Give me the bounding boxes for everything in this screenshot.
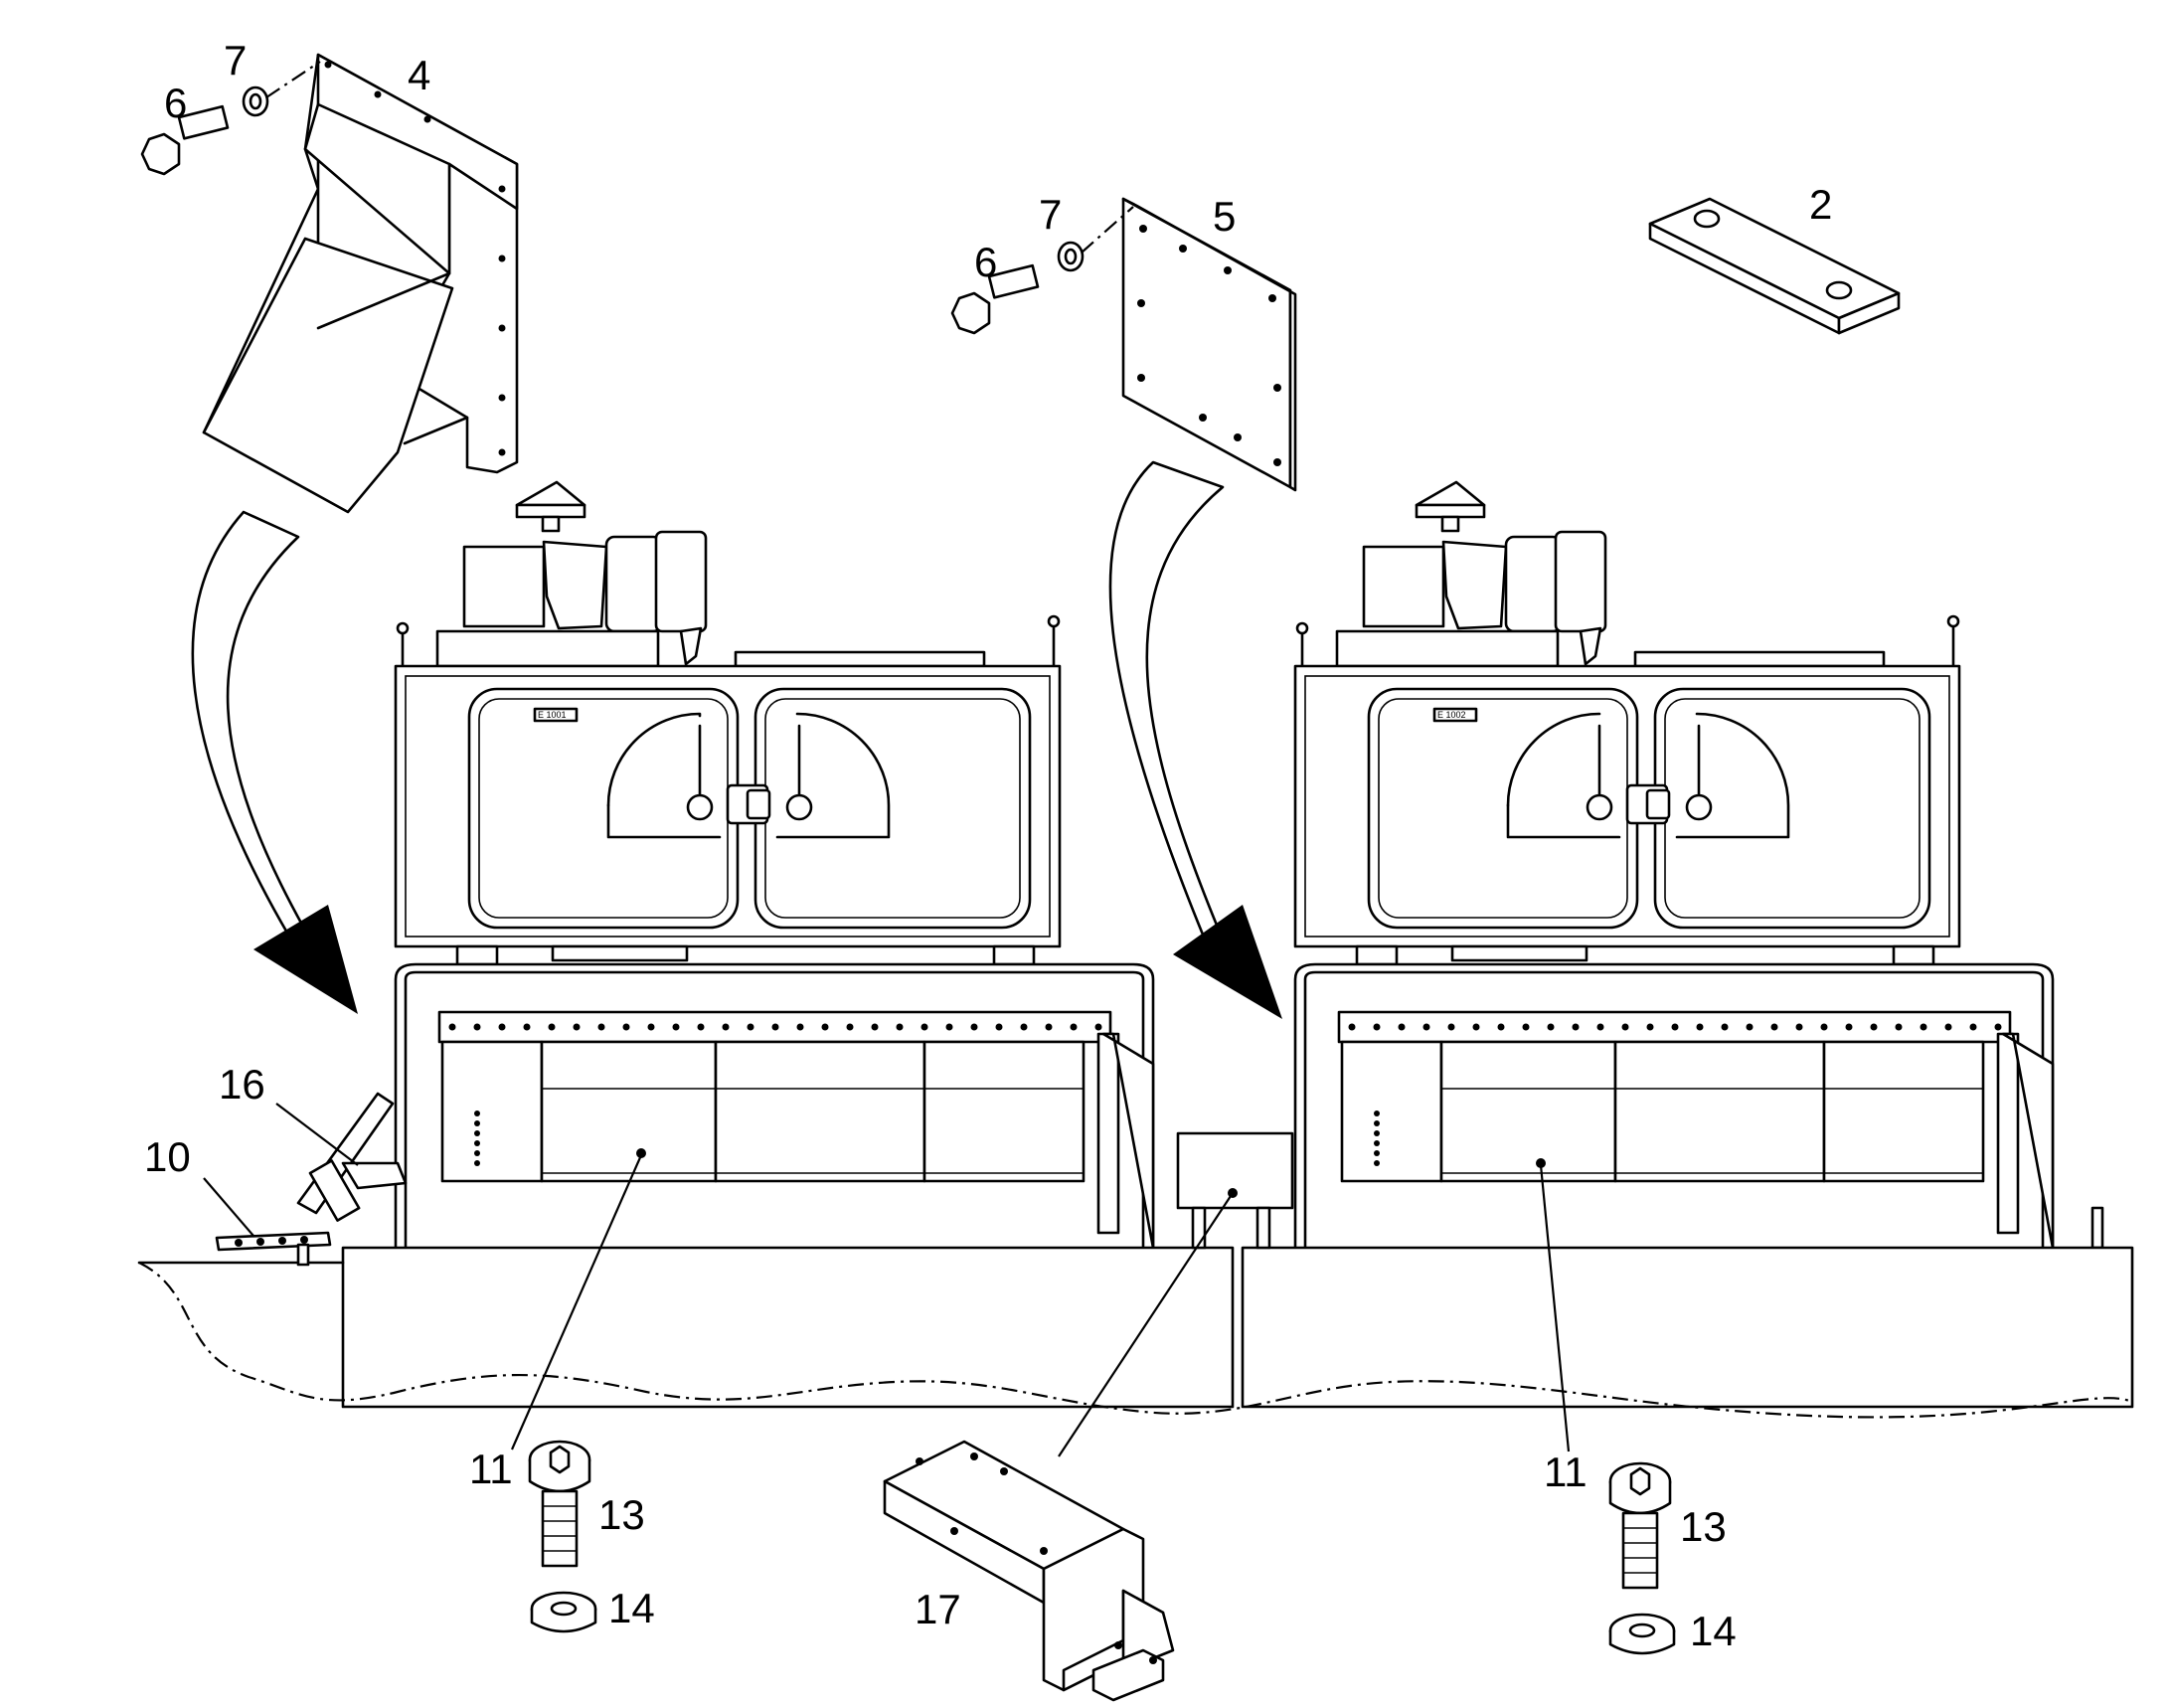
callout-4: 4 xyxy=(408,52,430,98)
callout-2: 2 xyxy=(1809,181,1832,228)
part-10-bracket: 10 xyxy=(144,1133,332,1267)
callout-10: 10 xyxy=(144,1133,191,1180)
part-17-bracket: 17 xyxy=(883,1440,1175,1702)
callout-11: 11 xyxy=(469,1446,513,1492)
leader-11-left xyxy=(510,1154,643,1451)
unit-right: E 1002 xyxy=(1241,480,2134,1409)
part-13-14-left: 11 13 14 xyxy=(469,1440,655,1633)
part-5-plate: 6 7 5 xyxy=(950,191,1297,492)
arrow-right xyxy=(1108,460,1282,1019)
unit-tag-right: E 1002 xyxy=(1437,710,1466,720)
callout-14: 14 xyxy=(608,1585,655,1631)
callout-7: 7 xyxy=(224,37,247,84)
callout-13: 13 xyxy=(1680,1503,1727,1550)
part-13-14-right: 11 13 14 xyxy=(1544,1449,1737,1655)
junction-box xyxy=(1176,1131,1294,1250)
callout-5: 5 xyxy=(1213,193,1236,240)
callout-11: 11 xyxy=(1544,1449,1588,1495)
unit-tag-left: E 1001 xyxy=(538,710,567,720)
part-4-hood: 6 7 4 xyxy=(140,37,519,514)
part-2-bar: 2 xyxy=(1648,181,1901,335)
callout-13: 13 xyxy=(598,1491,645,1538)
callout-7: 7 xyxy=(1039,191,1062,238)
part-16-bracket: 16 xyxy=(219,1061,408,1222)
callout-17: 17 xyxy=(915,1586,961,1632)
arrow-left xyxy=(191,510,358,1014)
callout-6: 6 xyxy=(164,80,187,126)
leader-11-right xyxy=(1539,1164,1571,1452)
callout-6: 6 xyxy=(974,239,997,285)
unit-left: E 1001 xyxy=(341,480,1235,1409)
callout-16: 16 xyxy=(219,1061,265,1108)
leader-17 xyxy=(1058,1192,1234,1457)
callout-14: 14 xyxy=(1690,1608,1737,1654)
break-line xyxy=(138,1262,2133,1419)
